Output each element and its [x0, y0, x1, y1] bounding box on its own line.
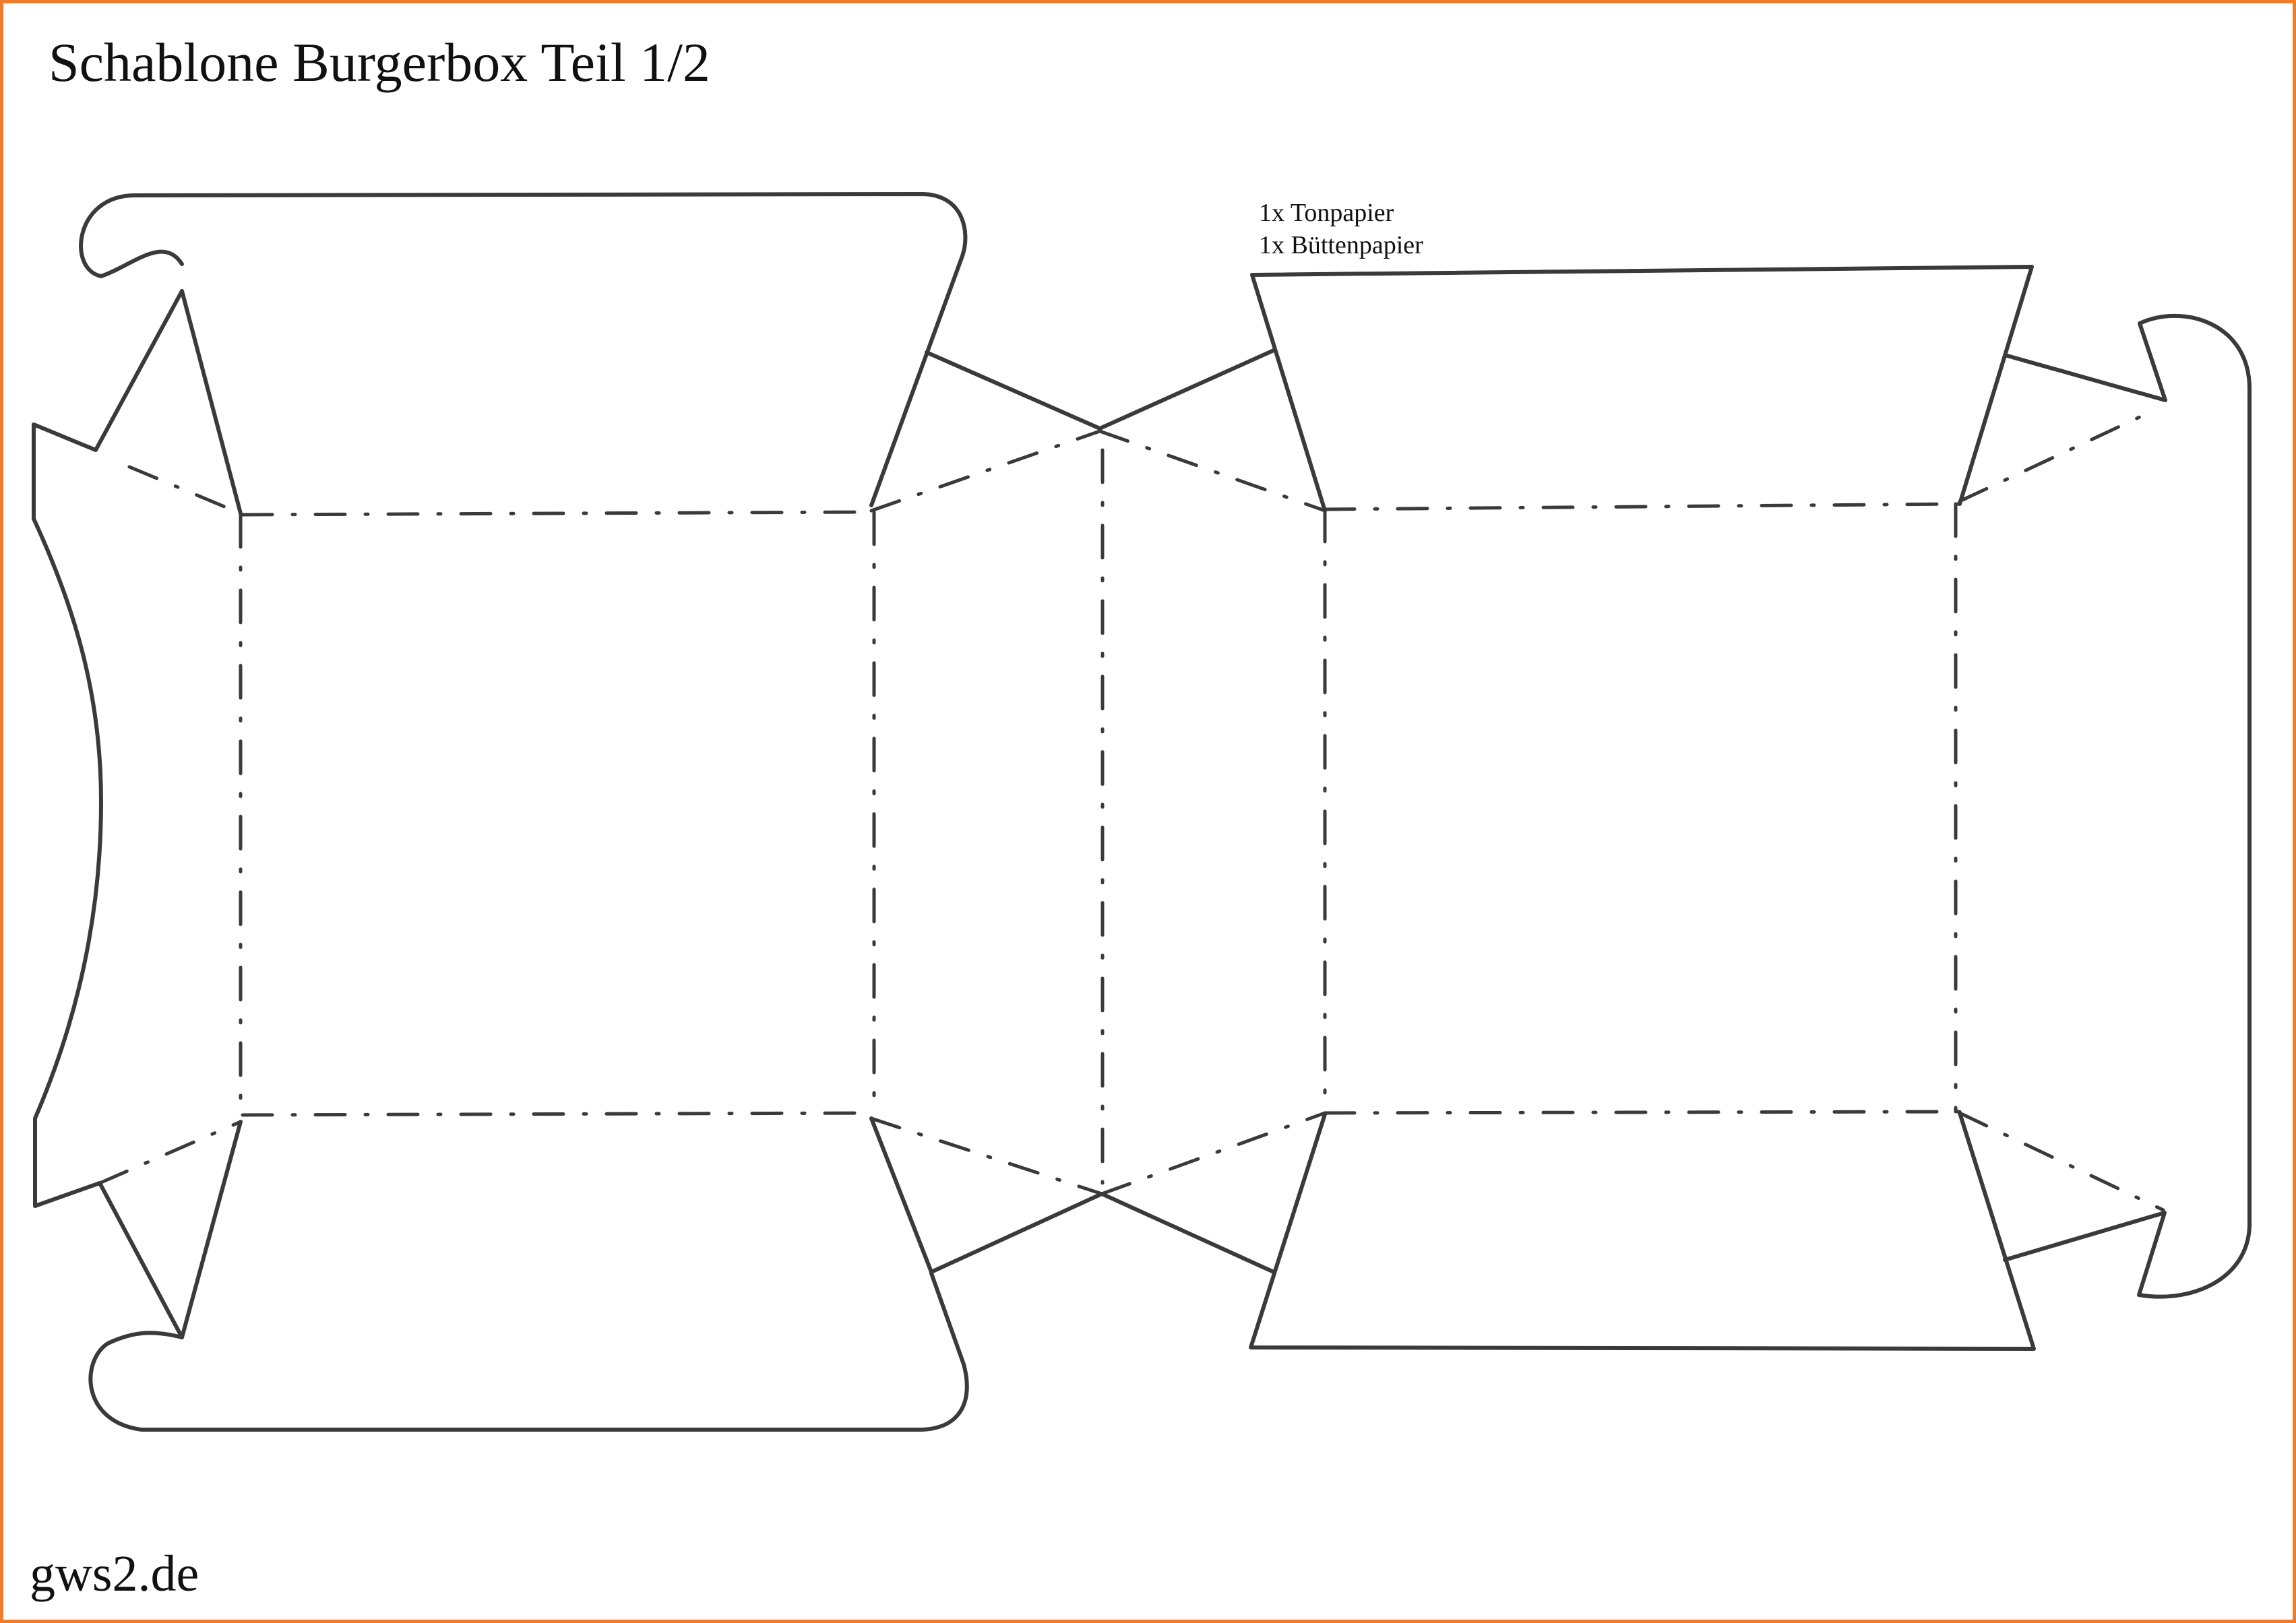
left-piece-cutlines [32, 192, 1276, 1432]
left-bottom-flap-cut [88, 1271, 969, 1432]
material-item: 1x Tonpapier [1259, 199, 1394, 227]
middle-upper-left-fold [869, 429, 1102, 513]
left-bottom-flap-side-cut [180, 1120, 243, 1339]
middle-lower-right-fold [1100, 1111, 1327, 1196]
right-piece-cutlines [1249, 265, 2252, 1351]
right-upper-tab-fold [1958, 410, 2152, 503]
left-bottom-fold [241, 1111, 873, 1117]
left-lower-tab-fold [98, 1120, 243, 1185]
left-top-flap-cut [79, 192, 968, 507]
left-top-fold [241, 510, 873, 517]
site-watermark: gws2.de [30, 1546, 199, 1602]
left-right-edge-lower-cut [869, 1116, 933, 1274]
material-item: 1x Büttenpapier [1259, 231, 1423, 259]
right-top-fold [1323, 502, 1962, 511]
left-top-flap-side-cut [180, 289, 243, 515]
right-top-flap-cut [1250, 265, 2034, 513]
middle-upper-bowtie-cut [925, 348, 1276, 431]
right-lower-tab-fold [1958, 1111, 2165, 1212]
material-list: 1x Tonpapier 1x Büttenpapier [1259, 197, 1423, 261]
middle-upper-right-fold [1098, 429, 1327, 513]
middle-lower-bowtie-cut [929, 1192, 1276, 1274]
right-bottom-fold [1323, 1110, 1962, 1115]
right-side-tab-cut [2003, 313, 2252, 1299]
left-upper-tab-fold [127, 465, 243, 515]
right-bottom-flap-cut [1249, 1111, 2036, 1351]
right-piece-foldlines [1323, 410, 2165, 1212]
page-title: Schablone Burgerbox Teil 1/2 [49, 32, 710, 93]
left-upper-tab-cut [32, 289, 184, 1339]
left-piece-foldlines [98, 429, 1327, 1196]
middle-lower-left-fold [869, 1116, 1104, 1196]
